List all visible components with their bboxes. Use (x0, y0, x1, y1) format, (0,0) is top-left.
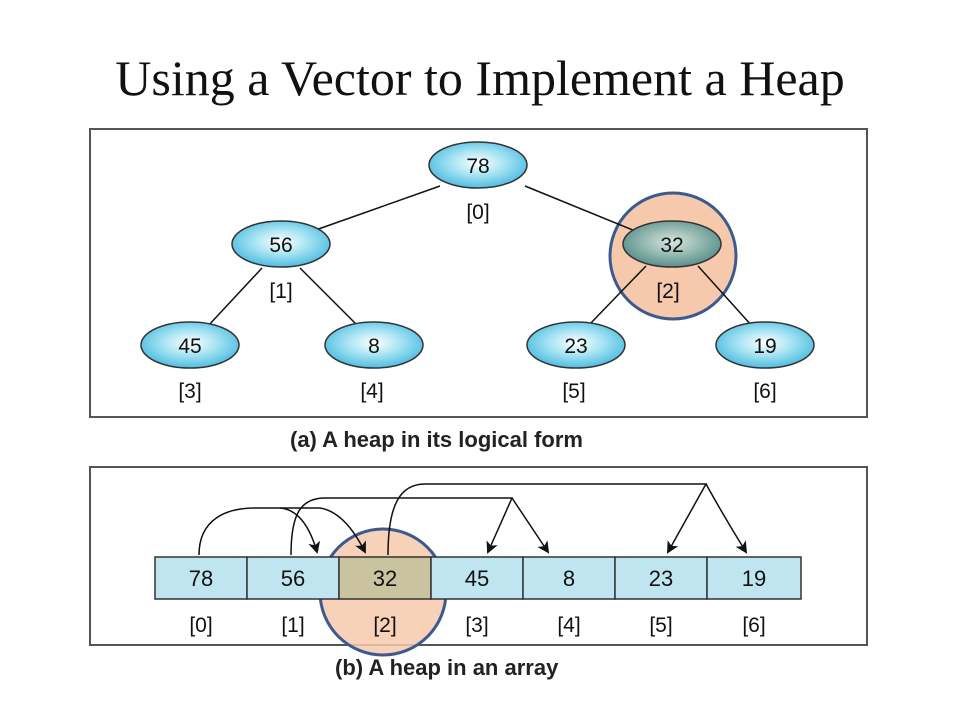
array-values: 78 56 32 45 8 23 19 (189, 566, 766, 591)
arrow-2-to-5 (387, 483, 708, 556)
edge-0-2 (524, 185, 641, 234)
array-index-0: [0] (189, 614, 212, 637)
arrow-0-to-2 (280, 507, 366, 554)
array-cell-0 (154, 556, 248, 600)
tree-node-3: 45 [3] (140, 321, 240, 403)
caption-logical-form: (a) A heap in its logical form (290, 427, 583, 452)
node-index: [1] (269, 280, 292, 303)
array-cell-6 (706, 556, 802, 600)
node-index: [3] (178, 380, 201, 403)
array-index-2: [2] (373, 614, 396, 637)
edge-2-5 (587, 265, 647, 327)
array-index-5: [5] (649, 614, 672, 637)
node-value: 23 (564, 335, 587, 358)
array-index-3: [3] (465, 614, 488, 637)
arrow-1-to-4 (511, 497, 550, 554)
node-index: [5] (562, 380, 585, 403)
tree-node-6: 19 [6] (715, 321, 815, 403)
array-cell-3 (430, 556, 524, 600)
node-value: 45 (178, 335, 201, 358)
edge-1-3 (207, 267, 263, 327)
edge-1-4 (299, 267, 359, 327)
node-value: 8 (368, 335, 380, 358)
tree-edges (207, 185, 753, 327)
tree-node-0: 78 [0] (428, 141, 528, 224)
node-index: [6] (753, 380, 776, 403)
array-value-0: 78 (189, 566, 213, 591)
array-value-5: 23 (649, 566, 673, 591)
node-value: 78 (466, 155, 489, 178)
array-value-4: 8 (563, 566, 575, 591)
array-value-1: 56 (281, 566, 305, 591)
edge-0-1 (309, 185, 441, 233)
node-index: [0] (466, 201, 489, 224)
page-title: Using a Vector to Implement a Heap (115, 50, 845, 106)
tree-node-1: 56 [1] (231, 220, 331, 303)
edge-2-6 (697, 265, 753, 327)
tree-node-5: 23 [5] (526, 321, 626, 403)
node-value: 56 (269, 234, 292, 257)
array-cell-1 (246, 556, 340, 600)
array-value-6: 19 (742, 566, 766, 591)
array-cell-5 (614, 556, 708, 600)
array-index-1: [1] (281, 614, 304, 637)
array-indices: [0] [1] [2] [3] [4] [5] [6] (189, 614, 765, 637)
node-value: 32 (660, 234, 683, 257)
array-index-4: [4] (557, 614, 580, 637)
array-arrows (198, 483, 748, 556)
tree-node-2: 32 [2] (622, 220, 722, 303)
array-index-6: [6] (742, 614, 765, 637)
arrow-0-to-1 (198, 507, 321, 556)
array-value-3: 45 (465, 566, 489, 591)
node-index: [2] (656, 280, 679, 303)
arrow-2-to-6 (705, 483, 748, 554)
array-value-2: 32 (373, 566, 397, 591)
arrow-1-to-3 (290, 497, 514, 556)
tree-node-4: 8 [4] (324, 321, 424, 403)
caption-array-form: (b) A heap in an array (335, 655, 559, 680)
node-value: 19 (753, 335, 776, 358)
array-heap-panel (89, 466, 868, 646)
array-row (154, 556, 802, 600)
node-index: [4] (360, 380, 383, 403)
